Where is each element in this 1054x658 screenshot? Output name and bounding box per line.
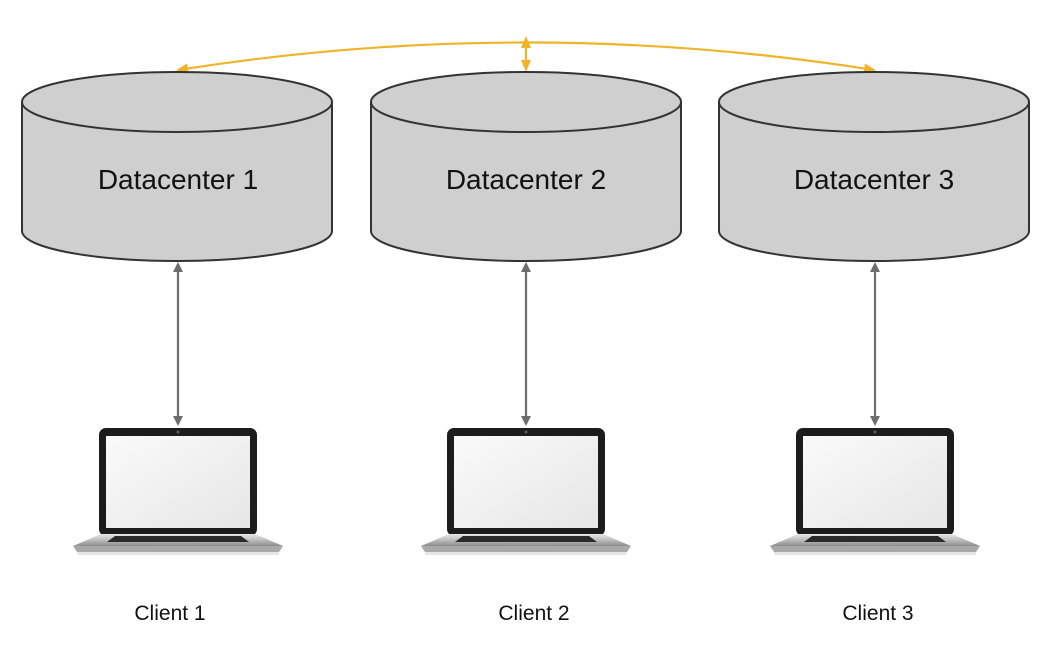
client-1-label: Client 1: [134, 602, 206, 625]
datacenter-1-label: Datacenter 1: [97, 164, 259, 195]
datacenter-2: [370, 71, 682, 262]
client-3-label: Client 3: [842, 602, 914, 625]
datacenter-3-label: Datacenter 3: [793, 164, 955, 195]
client-1-laptop-icon: [73, 428, 283, 555]
datacenter-2-label: Datacenter 2: [445, 164, 607, 195]
client-3-laptop-icon: [770, 428, 980, 555]
client-2-label: Client 2: [498, 602, 570, 625]
datacenter-1: [21, 71, 333, 262]
datacenter-3: [718, 71, 1030, 262]
client-2-laptop-icon: [421, 428, 631, 555]
replication-link: [176, 36, 876, 74]
